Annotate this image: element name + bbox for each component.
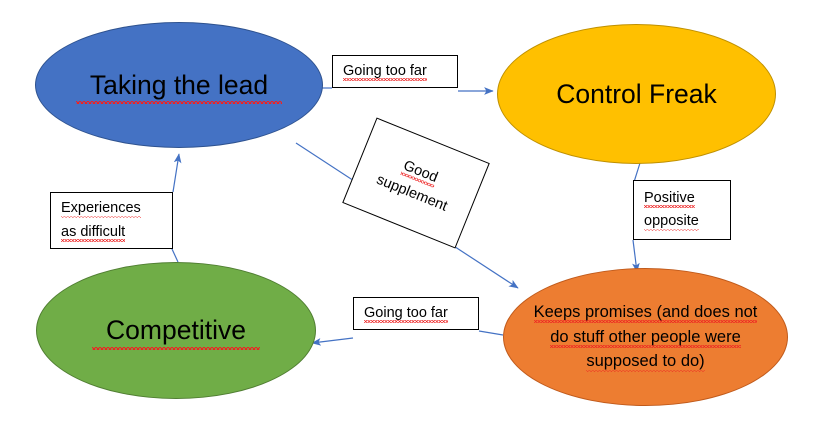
node-control-freak[interactable]: Control Freak: [497, 24, 776, 164]
node-keeps-promises-line-2: do stuff other people were: [550, 327, 741, 346]
node-taking-the-lead-label: Taking the lead: [75, 69, 283, 105]
edge-label-going-too-far-top-text: Going too far: [343, 62, 427, 79]
edge-competitive-to-taking-the-lead: [171, 153, 182, 263]
edge-taking-the-lead-to-control-freak: [322, 87, 494, 95]
edge-label-going-too-far-bottom[interactable]: Going too far: [353, 297, 479, 330]
node-keeps-promises[interactable]: Keeps promises (and does not do stuff ot…: [503, 268, 788, 406]
edge-label-experiences-as-difficult[interactable]: Experiences as difficult: [50, 192, 173, 249]
node-taking-the-lead[interactable]: Taking the lead: [35, 22, 323, 148]
edge-label-good-supplement[interactable]: Good supplement: [342, 117, 490, 249]
node-keeps-promises-line-3: supposed to do): [586, 352, 705, 371]
edge-label-positive-opposite[interactable]: Positive opposite: [633, 180, 731, 240]
edge-label-going-too-far-top[interactable]: Going too far: [332, 55, 458, 88]
node-competitive[interactable]: Competitive: [36, 262, 316, 399]
edge-keeps-promises-to-competitive: [311, 330, 504, 346]
edge-label-positive-opposite-line-2: opposite: [644, 213, 699, 229]
edge-label-experiences-line-2: as difficult: [61, 223, 126, 240]
node-control-freak-label: Control Freak: [556, 78, 717, 109]
edge-label-going-too-far-bottom-text: Going too far: [364, 304, 448, 321]
node-competitive-label: Competitive: [92, 314, 260, 351]
node-keeps-promises-line-1: Keeps promises (and does not: [533, 302, 758, 321]
edge-label-experiences-line-1: Experiences: [61, 200, 141, 217]
node-keeps-promises-label: Keeps promises (and does not do stuff ot…: [512, 300, 780, 374]
edge-label-positive-opposite-line-1: Positive: [644, 189, 695, 206]
